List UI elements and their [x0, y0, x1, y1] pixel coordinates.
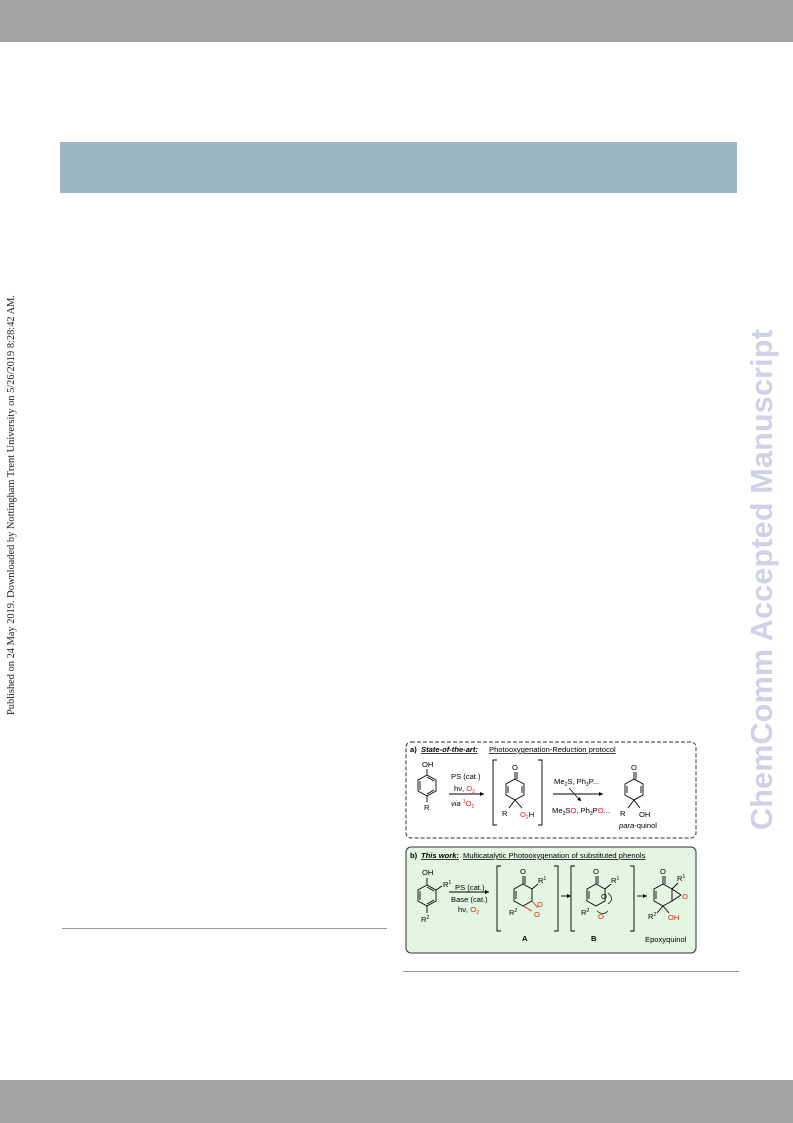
- panel-a-title: Photooxygenation-Reduction protocol: [489, 745, 616, 754]
- cond-hv: hν, O2: [454, 784, 475, 795]
- panel-a-title-italic: State-of-the-art:: [421, 745, 478, 754]
- panel-a-label: a): [410, 745, 417, 754]
- download-notice: Published on 24 May 2019. Downloaded by …: [6, 295, 17, 715]
- quinol-oh: OH: [639, 810, 650, 819]
- int-b-o: O: [593, 867, 599, 876]
- product-a-label: para-quinol: [618, 821, 657, 830]
- int-b-r2: R2: [581, 908, 589, 917]
- intermediate-b-structure: [586, 876, 612, 914]
- epoxy-r1: R1: [677, 874, 685, 883]
- panel-b-title: Multicatalytic Photooxygenation of subst…: [463, 851, 646, 860]
- cond-b-base: Base (cat.): [451, 895, 488, 904]
- int-a-r1: R1: [538, 876, 546, 885]
- reaction-scheme: a) State-of-the-art: Photooxygenation-Re…: [405, 741, 697, 954]
- epoxyquinol-structure: [653, 876, 682, 914]
- epoxide-o: O: [682, 892, 688, 901]
- scheme-caption-rule: [403, 971, 739, 972]
- quinol-o: O: [631, 763, 637, 772]
- int-b-o1: O: [601, 892, 607, 901]
- phenol-r: R: [424, 803, 430, 812]
- peroxide-bridge: [522, 900, 539, 912]
- epoxy-oh: OH: [668, 913, 679, 922]
- bottom-bar: [0, 1080, 793, 1123]
- accepted-manuscript-watermark: ChemComm Accepted Manuscript: [745, 328, 779, 830]
- bracket-right: [538, 759, 543, 826]
- phenol-oh: OH: [422, 760, 433, 769]
- para-quinol-structure: [624, 772, 644, 809]
- hydroperoxide-ooh: O2H: [520, 810, 534, 821]
- bracket-left: [492, 759, 497, 826]
- int-a-o: O: [520, 867, 526, 876]
- int-b-r1: R1: [611, 876, 619, 885]
- cond-b-hv: hν, O2: [458, 905, 479, 916]
- byproducts: Me2SO, Ph3PO...: [552, 806, 610, 817]
- header-band: [60, 142, 737, 193]
- footnote-rule: [62, 928, 387, 929]
- sub-phenol-r2: R2: [421, 915, 429, 924]
- epoxy-ketone-o: O: [660, 867, 666, 876]
- int-a-r2: R2: [509, 908, 517, 917]
- epoxy-r2: R2: [648, 912, 656, 921]
- panel-b-frame: [405, 846, 697, 954]
- substituted-phenol-structure: [417, 878, 443, 913]
- hydroperoxide-structure: [505, 772, 525, 809]
- panel-a-frame: [405, 741, 697, 839]
- cond-ps: PS (cat.): [451, 772, 481, 781]
- int-a-o1: O: [537, 900, 543, 909]
- sub-phenol-r1: R1: [443, 880, 451, 889]
- top-bar: [0, 0, 793, 42]
- product-b-label: Epoxyquinol: [645, 935, 687, 944]
- intermediate-a-label: A: [522, 934, 528, 943]
- hydroperoxide-r: R: [502, 809, 508, 818]
- cond-b-ps: PS (cat.): [455, 883, 485, 892]
- sub-phenol-oh: OH: [422, 868, 433, 877]
- ketone-o: O: [512, 763, 518, 772]
- phenol-structure: [417, 769, 437, 802]
- int-b-o2: O: [598, 912, 604, 921]
- quinol-r: R: [620, 809, 626, 818]
- reductant: Me2S, Ph3P...: [554, 777, 599, 788]
- panel-b-title-italic: This work:: [421, 851, 459, 860]
- int-a-o2: O: [534, 910, 540, 919]
- intermediate-b-label: B: [591, 934, 597, 943]
- cond-via: via 1O2: [451, 799, 475, 810]
- panel-b-label: b): [410, 851, 418, 860]
